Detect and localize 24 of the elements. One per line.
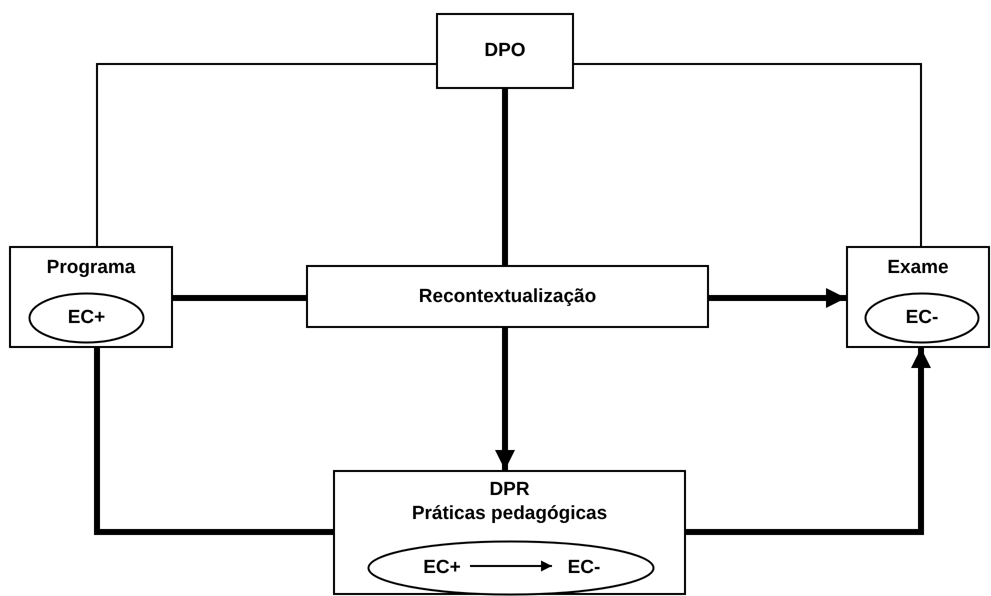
connector-line — [574, 63, 922, 246]
connector-line — [173, 295, 306, 301]
node-text: Programa — [46, 256, 136, 280]
node-text: DPO — [484, 39, 526, 63]
process-box — [306, 265, 709, 328]
connector-line — [502, 89, 508, 265]
arrow — [709, 288, 846, 308]
node-text: EC+ — [423, 556, 461, 580]
connector-line — [94, 348, 333, 535]
node-text: EC+ — [68, 306, 106, 330]
node-text: EC- — [568, 556, 600, 580]
node-text: EC- — [906, 306, 938, 330]
process-box — [333, 470, 686, 595]
connector-line — [96, 63, 436, 246]
process-box — [436, 13, 574, 89]
node-text: Recontextualização — [418, 284, 596, 308]
process-box — [9, 246, 173, 348]
box-heading: DPR — [489, 478, 530, 502]
arrow — [470, 560, 552, 572]
arrow — [495, 328, 515, 470]
node-text: Práticas pedagógicas — [412, 502, 608, 526]
process-box — [846, 246, 990, 348]
arrow — [686, 348, 931, 535]
node-text: Exame — [887, 256, 949, 280]
